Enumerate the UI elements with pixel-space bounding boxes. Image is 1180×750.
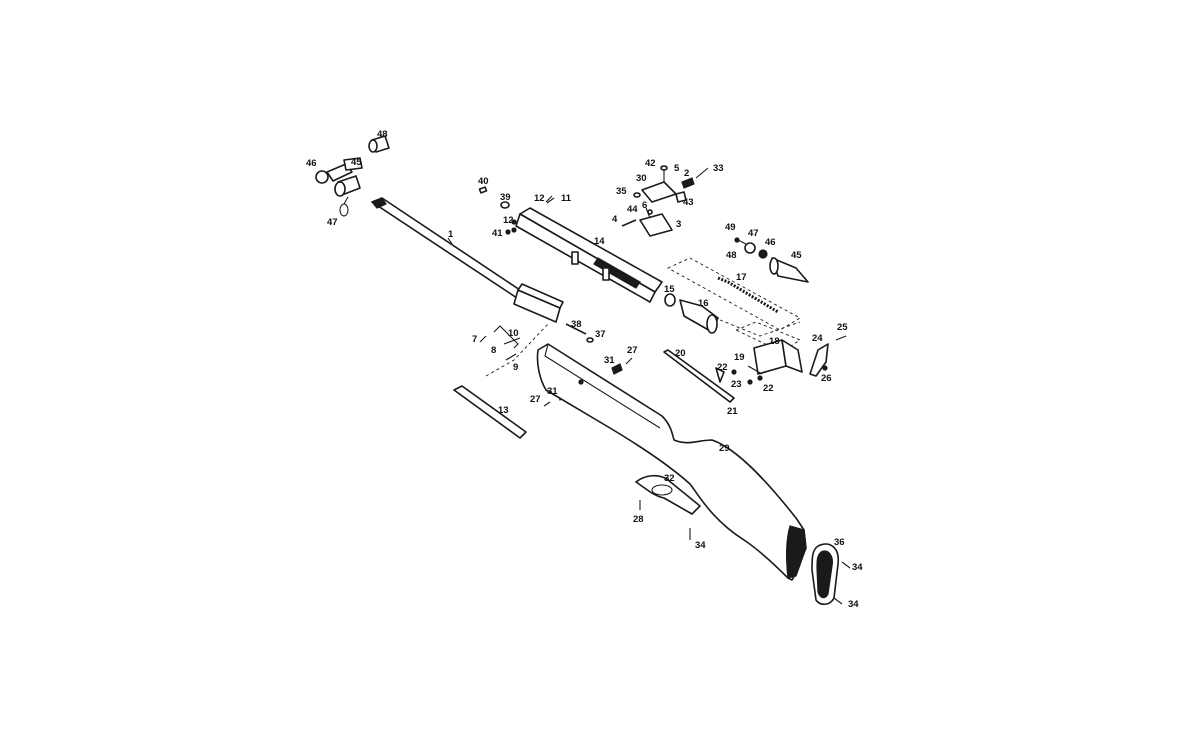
label-1: 1 xyxy=(448,229,454,240)
label-41: 41 xyxy=(492,228,503,239)
label-21: 21 xyxy=(727,406,738,417)
label-31b: 31 xyxy=(547,386,558,397)
label-46: 46 xyxy=(306,158,317,169)
label-43: 43 xyxy=(683,197,694,208)
label-48b: 48 xyxy=(726,250,737,261)
label-33: 33 xyxy=(713,163,724,174)
part-20-21-rod xyxy=(663,349,735,403)
part-36-butt-plate xyxy=(811,543,840,606)
part-48-cap xyxy=(368,135,390,153)
part-17-spring xyxy=(666,257,801,331)
label-40: 40 xyxy=(478,176,489,187)
part-45-46-47-48-49-right xyxy=(734,237,809,283)
label-31a: 31 xyxy=(604,355,615,366)
label-29: 29 xyxy=(719,443,730,454)
label-46b: 46 xyxy=(765,237,776,248)
label-39: 39 xyxy=(500,192,511,203)
label-9: 9 xyxy=(513,362,518,373)
label-48: 48 xyxy=(377,129,388,140)
label-45b: 45 xyxy=(791,250,802,261)
label-25: 25 xyxy=(837,322,848,333)
parts-28-34-screws xyxy=(639,500,851,605)
label-17: 17 xyxy=(736,272,747,283)
part-1-barrel xyxy=(371,197,564,323)
part-labels: 48 46 45 47 1 40 39 12 11 41 14 12 42 5 … xyxy=(306,129,863,610)
part-32-trigger-guard xyxy=(635,474,701,515)
label-11: 11 xyxy=(561,193,572,204)
label-16: 16 xyxy=(698,298,709,309)
part-13-bar xyxy=(453,385,527,439)
part-18-trigger-housing xyxy=(734,321,803,375)
part-47-swivel xyxy=(339,196,349,217)
label-14: 14 xyxy=(594,236,605,247)
label-23: 23 xyxy=(731,379,742,390)
label-42: 42 xyxy=(645,158,656,169)
label-49: 49 xyxy=(725,222,736,233)
label-44: 44 xyxy=(627,204,638,215)
label-26: 26 xyxy=(821,373,832,384)
label-22a: 22 xyxy=(717,362,728,373)
label-45: 45 xyxy=(351,157,362,168)
label-19: 19 xyxy=(734,352,745,363)
small-pins-19-22-23 xyxy=(731,365,763,385)
label-36: 36 xyxy=(834,537,845,548)
label-5: 5 xyxy=(674,163,680,174)
label-6: 6 xyxy=(642,200,647,211)
label-37: 37 xyxy=(595,329,606,340)
label-18: 18 xyxy=(769,336,780,347)
label-10: 10 xyxy=(508,328,519,339)
label-7: 7 xyxy=(472,334,477,345)
part-46-45-front-sight xyxy=(315,157,363,197)
label-24: 24 xyxy=(812,333,823,344)
part-16-piston xyxy=(679,299,719,334)
label-22b: 22 xyxy=(763,383,774,394)
part-29-stock xyxy=(536,343,807,581)
label-3: 3 xyxy=(676,219,681,230)
part-14-receiver xyxy=(515,207,663,303)
label-20: 20 xyxy=(675,348,686,359)
label-47: 47 xyxy=(327,217,338,228)
label-38: 38 xyxy=(571,319,582,330)
rear-sight-assembly xyxy=(621,165,709,237)
label-27b: 27 xyxy=(530,394,541,405)
leader-lines xyxy=(447,237,453,245)
label-15: 15 xyxy=(664,284,675,295)
label-8: 8 xyxy=(491,345,496,356)
label-32: 32 xyxy=(664,473,675,484)
label-4: 4 xyxy=(612,214,618,225)
label-13: 13 xyxy=(498,405,509,416)
label-34a: 34 xyxy=(695,540,706,551)
label-34c: 34 xyxy=(848,599,859,610)
parts-37-38 xyxy=(565,323,594,343)
label-28: 28 xyxy=(633,514,644,525)
small-screws-cluster xyxy=(478,186,555,235)
part-24-trigger xyxy=(809,335,847,377)
label-12b: 12 xyxy=(503,215,514,226)
label-35: 35 xyxy=(616,186,627,197)
label-27a: 27 xyxy=(627,345,638,356)
part-15-washer xyxy=(664,293,676,307)
label-12a: 12 xyxy=(534,193,545,204)
label-47b: 47 xyxy=(748,228,759,239)
label-34b: 34 xyxy=(852,562,863,573)
parts-7-8-9-10 xyxy=(479,323,549,377)
label-30: 30 xyxy=(636,173,647,184)
label-2: 2 xyxy=(684,168,689,179)
